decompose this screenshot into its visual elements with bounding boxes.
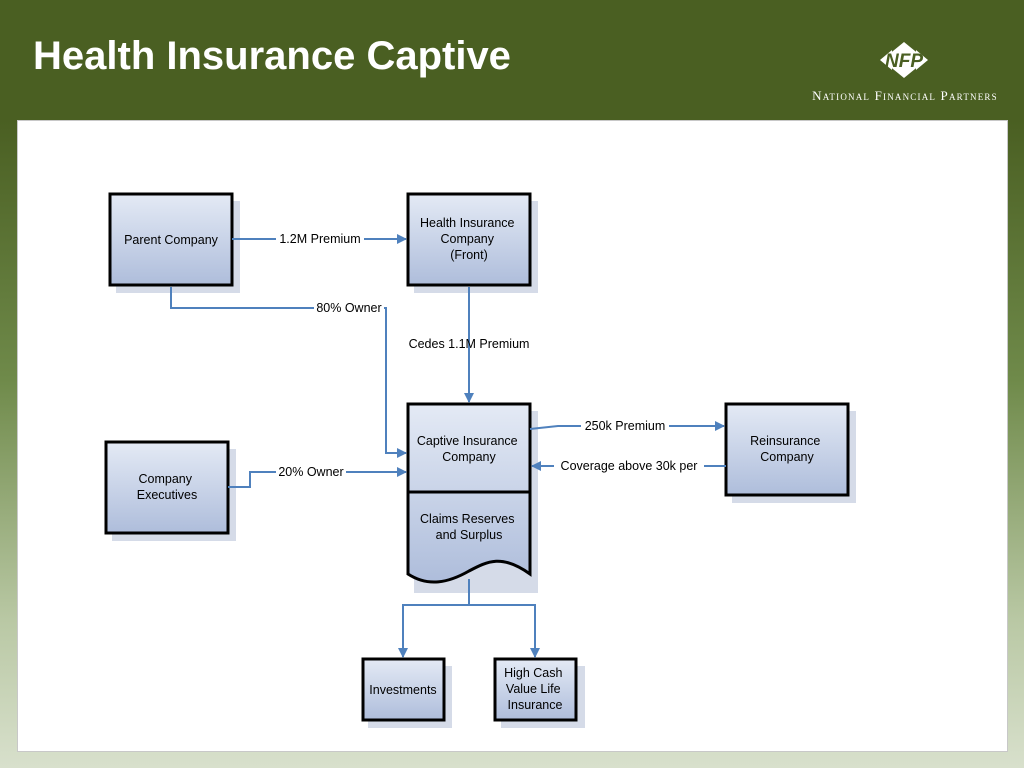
label-premium-to-reinsurer: 250k Premium bbox=[585, 419, 666, 433]
svg-text:Health Insurance Compa: Health Insurance Company (Front) bbox=[420, 216, 518, 262]
slide-title: Health Insurance Captive bbox=[33, 34, 511, 78]
diagram: Parent Company Health Insurance Company … bbox=[104, 192, 856, 728]
edge-owner-80 bbox=[170, 287, 407, 458]
svg-text:Parent Company: Parent Company bbox=[124, 233, 219, 247]
node-claims-reserves: Claims Reserves and Surplus bbox=[420, 512, 518, 542]
diagram-canvas: Parent Company Health Insurance Company … bbox=[17, 120, 1008, 752]
node-captive-insurance-company: Captive Insurance Company bbox=[406, 402, 532, 584]
logo: NFP National Financial Partners bbox=[800, 36, 1010, 108]
node-parent-company: Parent Company bbox=[108, 192, 234, 287]
svg-text:NFP: NFP bbox=[885, 51, 923, 72]
label-owner-20: 20% Owner bbox=[278, 465, 343, 479]
edge-to-life-insurance bbox=[469, 604, 540, 658]
nfp-logo-icon: NFP bbox=[880, 42, 928, 78]
svg-text:Claims Reserves and Su: Claims Reserves and Surplus bbox=[420, 512, 518, 542]
logo-company-name: National Financial Partners bbox=[812, 88, 998, 103]
svg-text:Reinsurance Company: Reinsurance Company bbox=[750, 434, 824, 464]
node-investments: Investments bbox=[361, 657, 446, 722]
svg-text:Company Executives: Company Executives bbox=[137, 472, 197, 502]
label-premium-to-front: 1.2M Premium bbox=[279, 232, 360, 246]
label-coverage: Coverage above 30k per bbox=[561, 459, 698, 473]
edge-to-investments bbox=[398, 579, 470, 658]
svg-text:Captive Insurance Comp: Captive Insurance Company bbox=[417, 434, 521, 464]
node-reinsurance-company: Reinsurance Company bbox=[724, 402, 850, 497]
node-health-insurance-company: Health Insurance Company (Front) bbox=[406, 192, 532, 287]
node-life-insurance: High Cash Value Life Insurance bbox=[493, 657, 578, 722]
node-company-executives: Company Executives bbox=[104, 440, 230, 535]
svg-text:High Cash Value Life: High Cash Value Life Insurance bbox=[504, 666, 566, 712]
label-owner-80: 80% Owner bbox=[316, 301, 381, 315]
label-cedes: Cedes 1.1M Premium bbox=[409, 337, 530, 351]
svg-text:Investments: Investments bbox=[369, 683, 436, 697]
